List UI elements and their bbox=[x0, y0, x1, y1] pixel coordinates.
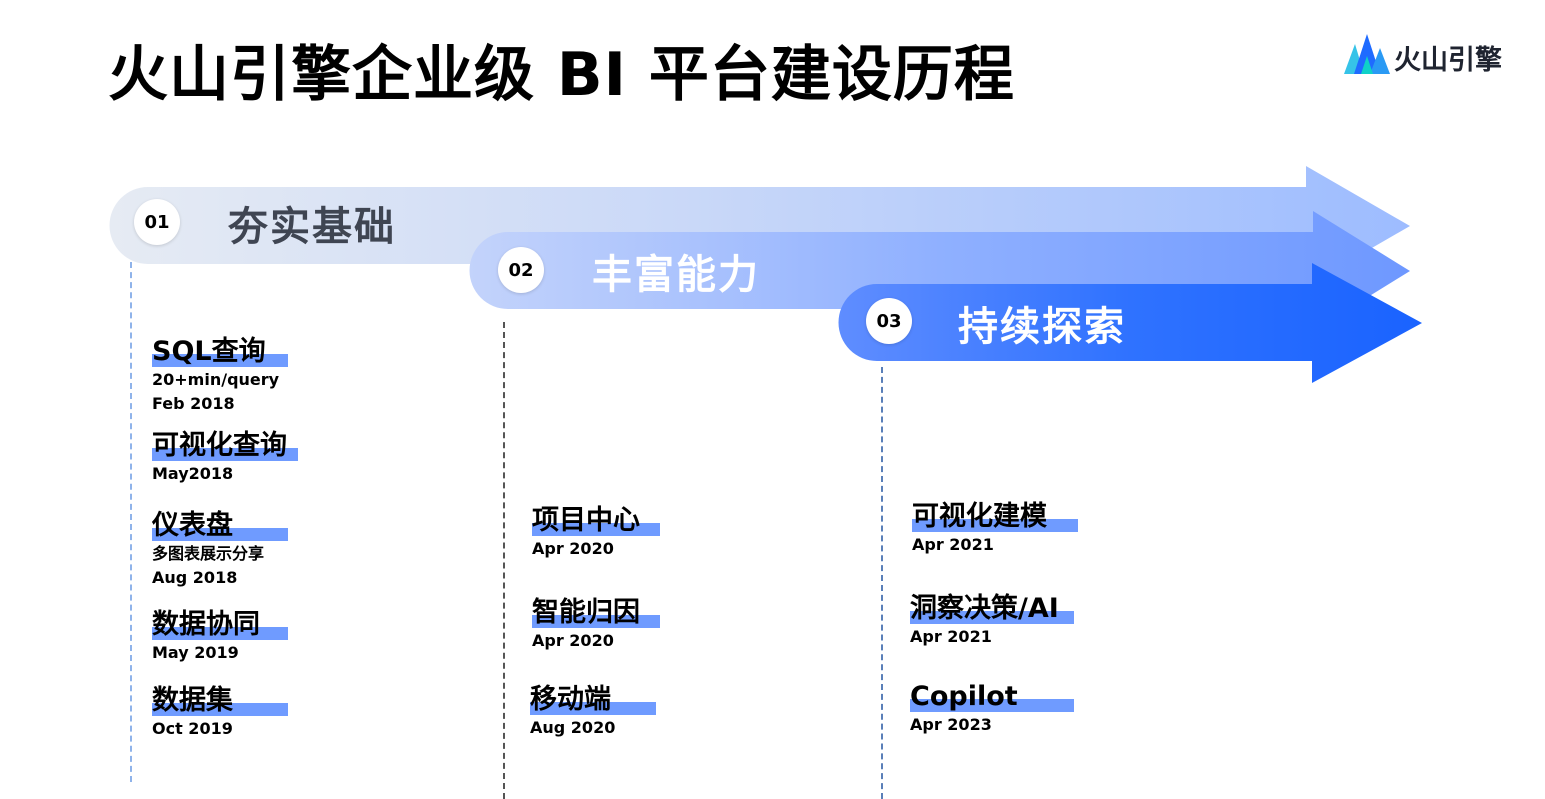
page-title: 火山引擎企业级 BI 平台建设历程 bbox=[108, 40, 1015, 110]
milestone-title: 洞察决策/AI bbox=[910, 593, 1059, 624]
milestone-title: 可视化建模 bbox=[912, 501, 1047, 532]
milestone-item: 可视化建模 Apr 2021 bbox=[912, 501, 1078, 557]
milestone-date: Feb 2018 bbox=[152, 394, 235, 413]
phase-2-number: 02 bbox=[498, 247, 544, 293]
milestone-title: 智能归因 bbox=[532, 597, 640, 628]
volcano-mountain-icon bbox=[1344, 34, 1390, 74]
milestone-date: Aug 2018 bbox=[152, 568, 238, 587]
phase-arrow-3 bbox=[838, 263, 1422, 383]
phase-3-number: 03 bbox=[866, 298, 912, 344]
milestone-item: 数据集 Oct 2019 bbox=[152, 685, 288, 741]
milestone-item: SQL查询 20+min/query Feb 2018 bbox=[152, 336, 288, 416]
logo-text: 火山引擎 bbox=[1394, 45, 1502, 76]
milestone-title: 数据协同 bbox=[152, 609, 260, 640]
milestone-date: Apr 2020 bbox=[532, 539, 614, 558]
milestone-title: Copilot bbox=[910, 681, 1018, 712]
milestone-detail: 20+min/query bbox=[152, 370, 280, 389]
milestone-item: 智能归因 Apr 2020 bbox=[532, 597, 660, 653]
phase-3-label: 持续探索 bbox=[958, 304, 1126, 350]
milestone-title: SQL查询 bbox=[152, 336, 266, 367]
milestone-date: Aug 2020 bbox=[530, 718, 616, 737]
milestone-title: 可视化查询 bbox=[152, 430, 287, 461]
phase-1-label: 夯实基础 bbox=[228, 204, 396, 250]
milestone-detail: 多图表展示分享 bbox=[152, 544, 265, 563]
phase-2-timeline bbox=[503, 322, 505, 799]
milestone-date: Apr 2023 bbox=[910, 715, 992, 734]
milestone-item: 仪表盘 多图表展示分享 Aug 2018 bbox=[152, 510, 288, 590]
milestone-date: May 2019 bbox=[152, 643, 239, 662]
milestone-date: Apr 2020 bbox=[532, 631, 614, 650]
milestone-item: 可视化查询 May2018 bbox=[152, 430, 298, 486]
milestone-title: 仪表盘 bbox=[152, 510, 233, 541]
milestone-date: Apr 2021 bbox=[912, 535, 994, 554]
milestone-item: 项目中心 Apr 2020 bbox=[532, 505, 660, 561]
milestone-title: 项目中心 bbox=[532, 505, 640, 536]
milestone-date: Apr 2021 bbox=[910, 627, 992, 646]
milestone-item: 洞察决策/AI Apr 2021 bbox=[910, 593, 1074, 649]
phase-1-timeline bbox=[130, 262, 132, 782]
phase-3-timeline bbox=[881, 367, 883, 799]
milestone-date: Oct 2019 bbox=[152, 719, 233, 738]
phase-2-label: 丰富能力 bbox=[592, 252, 760, 298]
milestone-item: 移动端 Aug 2020 bbox=[530, 684, 656, 740]
milestone-item: Copilot Apr 2023 bbox=[910, 681, 1074, 737]
milestone-title: 数据集 bbox=[152, 685, 233, 716]
milestone-title: 移动端 bbox=[530, 684, 611, 715]
milestone-date: May2018 bbox=[152, 464, 234, 483]
phase-1-number: 01 bbox=[134, 199, 180, 245]
milestone-item: 数据协同 May 2019 bbox=[152, 609, 288, 665]
brand-logo: 火山引擎 bbox=[1344, 34, 1514, 78]
